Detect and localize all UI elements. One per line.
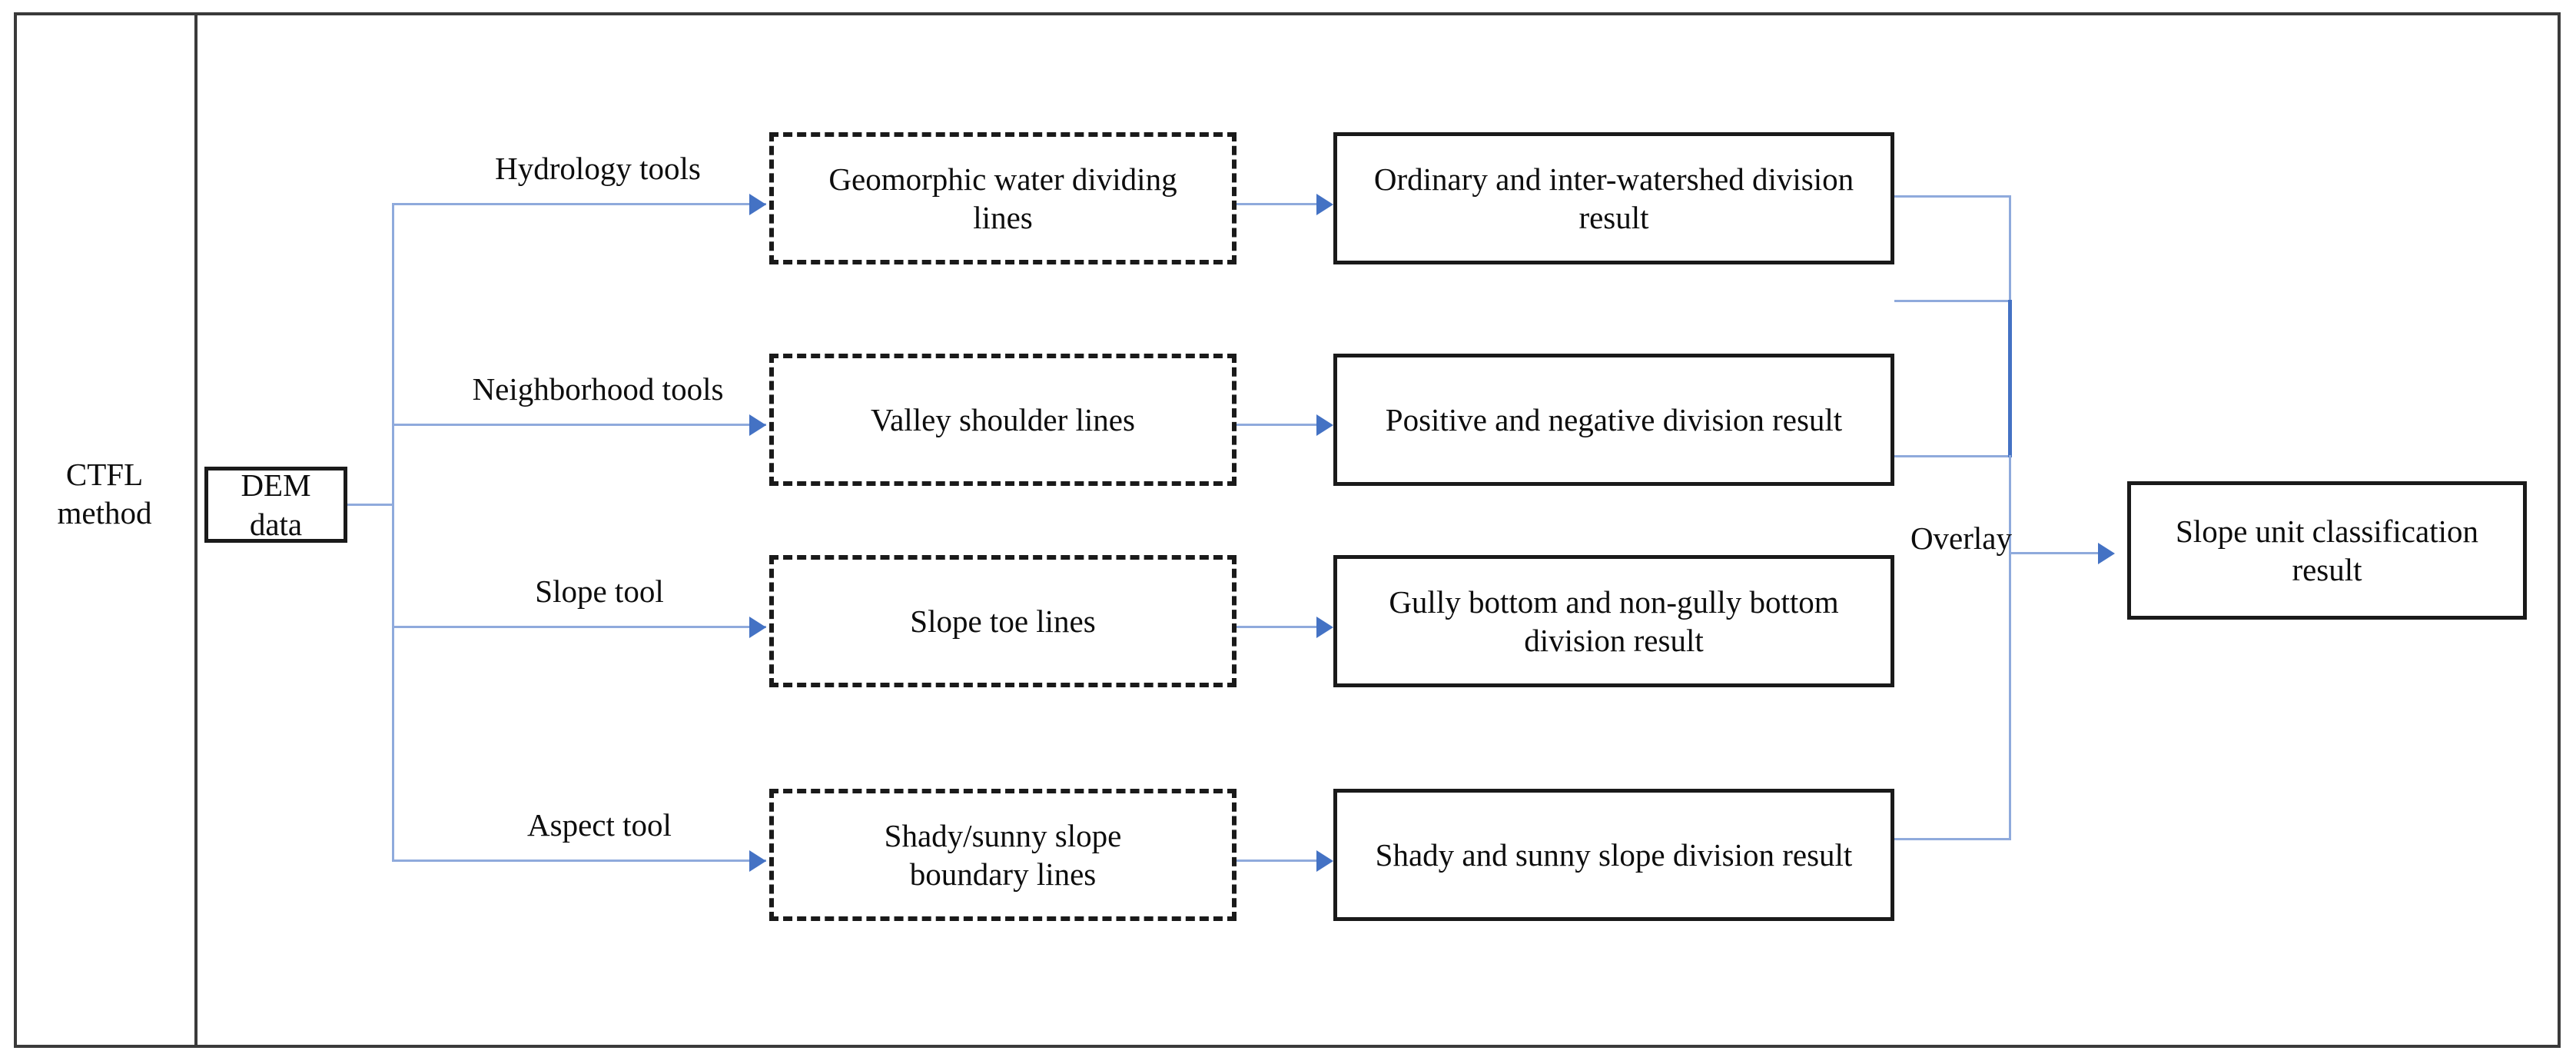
node-dem-data-label: DEM data <box>241 467 311 542</box>
node-result-row3-label: Gully bottom and non-gully bottom divisi… <box>1389 584 1839 658</box>
node-result-row4-label: Shady and sunny slope division result <box>1375 836 1853 873</box>
node-result-row1[interactable]: Ordinary and inter-watershed division re… <box>1333 132 1894 264</box>
overlay-label: Overlay <box>1910 520 2012 556</box>
connector-merge-row3 <box>1894 455 2011 457</box>
arrowhead-final-result <box>2098 543 2115 564</box>
node-final-result[interactable]: Slope unit classification result <box>2127 481 2527 620</box>
connector-branch-row3 <box>392 626 766 628</box>
arrowhead-row1-intermediate <box>749 194 766 215</box>
node-intermediate-row1[interactable]: Geomorphic water dividing lines <box>769 132 1237 264</box>
connector-merge-spine-lower <box>2009 455 2011 840</box>
arrowhead-row1-result <box>1316 194 1333 215</box>
tool-label-row2: Neighborhood tools <box>472 371 724 407</box>
node-intermediate-row2[interactable]: Valley shoulder lines <box>769 354 1237 486</box>
connector-merge-spine-core <box>2008 300 2012 457</box>
node-result-row4[interactable]: Shady and sunny slope division result <box>1333 789 1894 921</box>
node-intermediate-row4[interactable]: Shady/sunny slope boundary lines <box>769 789 1237 921</box>
connector-dem-stub <box>347 504 393 506</box>
node-intermediate-row1-label: Geomorphic water dividing lines <box>828 161 1177 235</box>
connector-branch-row4 <box>392 860 766 862</box>
arrowhead-row2-result <box>1316 414 1333 436</box>
node-intermediate-row2-label: Valley shoulder lines <box>871 401 1135 437</box>
node-final-result-label: Slope unit classification result <box>2176 513 2478 587</box>
node-result-row1-label: Ordinary and inter-watershed division re… <box>1373 161 1854 235</box>
arrowhead-row4-result <box>1316 850 1333 872</box>
connector-merge-row4 <box>1894 838 2011 840</box>
tool-label-row3: Slope tool <box>535 574 664 609</box>
connector-merge-spine-upper <box>2009 195 2011 303</box>
tool-label-row1: Hydrology tools <box>495 151 701 186</box>
connector-merge-row2 <box>1894 300 2011 302</box>
connector-branch-row1 <box>392 203 766 205</box>
node-result-row2[interactable]: Positive and negative division result <box>1333 354 1894 486</box>
connector-branch-row2 <box>392 424 766 426</box>
method-title-label: CTFL method <box>57 457 152 531</box>
connector-row3-to-result <box>1237 626 1327 628</box>
node-intermediate-row3-label: Slope toe lines <box>910 603 1096 639</box>
tool-label-row4: Aspect tool <box>527 807 672 843</box>
connector-row4-to-result <box>1237 860 1327 862</box>
connector-merge-row1 <box>1894 195 2011 198</box>
arrowhead-row3-result <box>1316 617 1333 638</box>
node-dem-data[interactable]: DEM data <box>204 467 347 543</box>
connector-row1-to-result <box>1237 203 1327 205</box>
node-intermediate-row3[interactable]: Slope toe lines <box>769 555 1237 687</box>
connector-row2-to-result <box>1237 424 1327 426</box>
connector-dem-spine <box>392 203 394 862</box>
connector-overlay-to-final <box>2009 552 2109 554</box>
node-intermediate-row4-label: Shady/sunny slope boundary lines <box>884 817 1122 892</box>
node-result-row3[interactable]: Gully bottom and non-gully bottom divisi… <box>1333 555 1894 687</box>
node-result-row2-label: Positive and negative division result <box>1385 401 1843 437</box>
diagram-outer-frame <box>14 12 2561 1048</box>
arrowhead-row2-intermediate <box>749 414 766 436</box>
arrowhead-row3-intermediate <box>749 617 766 638</box>
diagram-column-divider <box>194 12 198 1048</box>
arrowhead-row4-intermediate <box>749 850 766 872</box>
